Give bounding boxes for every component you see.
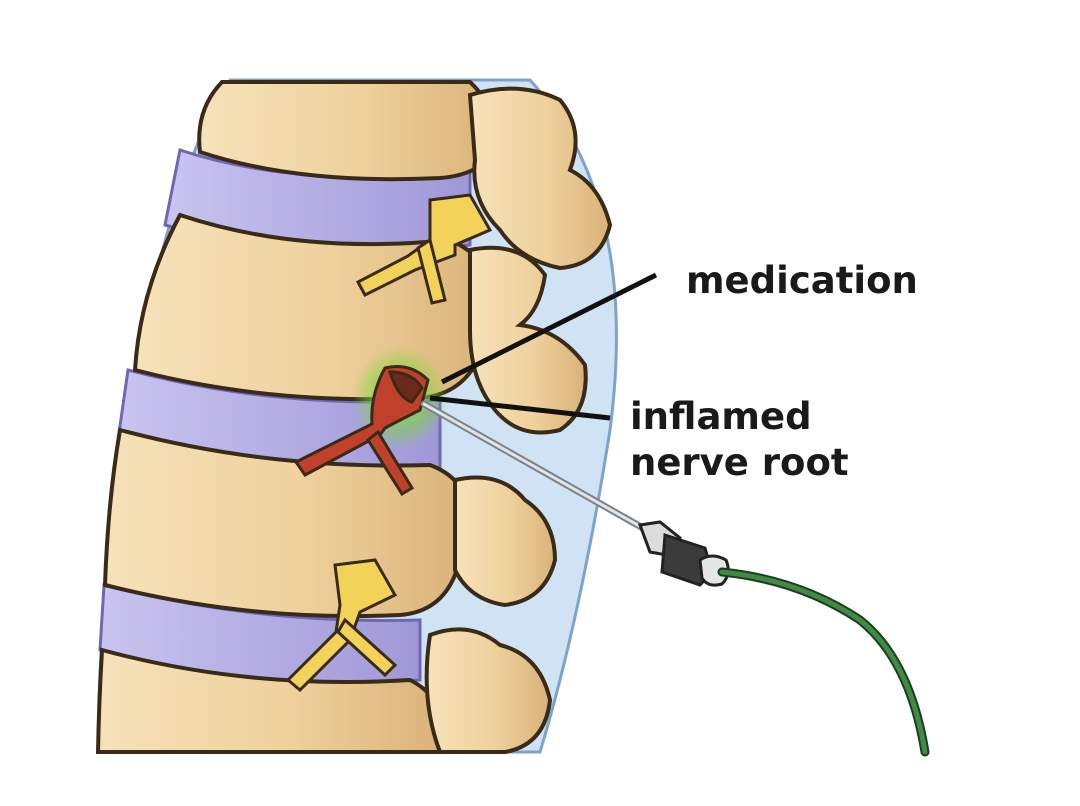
needle-hub	[640, 522, 728, 585]
inflamed-nerve-root-label-line1: inflamed	[630, 394, 849, 440]
inflamed-nerve-root-label: inflamed nerve root	[630, 394, 849, 486]
medication-label: medication	[686, 258, 918, 304]
inflamed-nerve-root-label-line2: nerve root	[630, 440, 849, 486]
vertebra-top	[199, 82, 495, 179]
